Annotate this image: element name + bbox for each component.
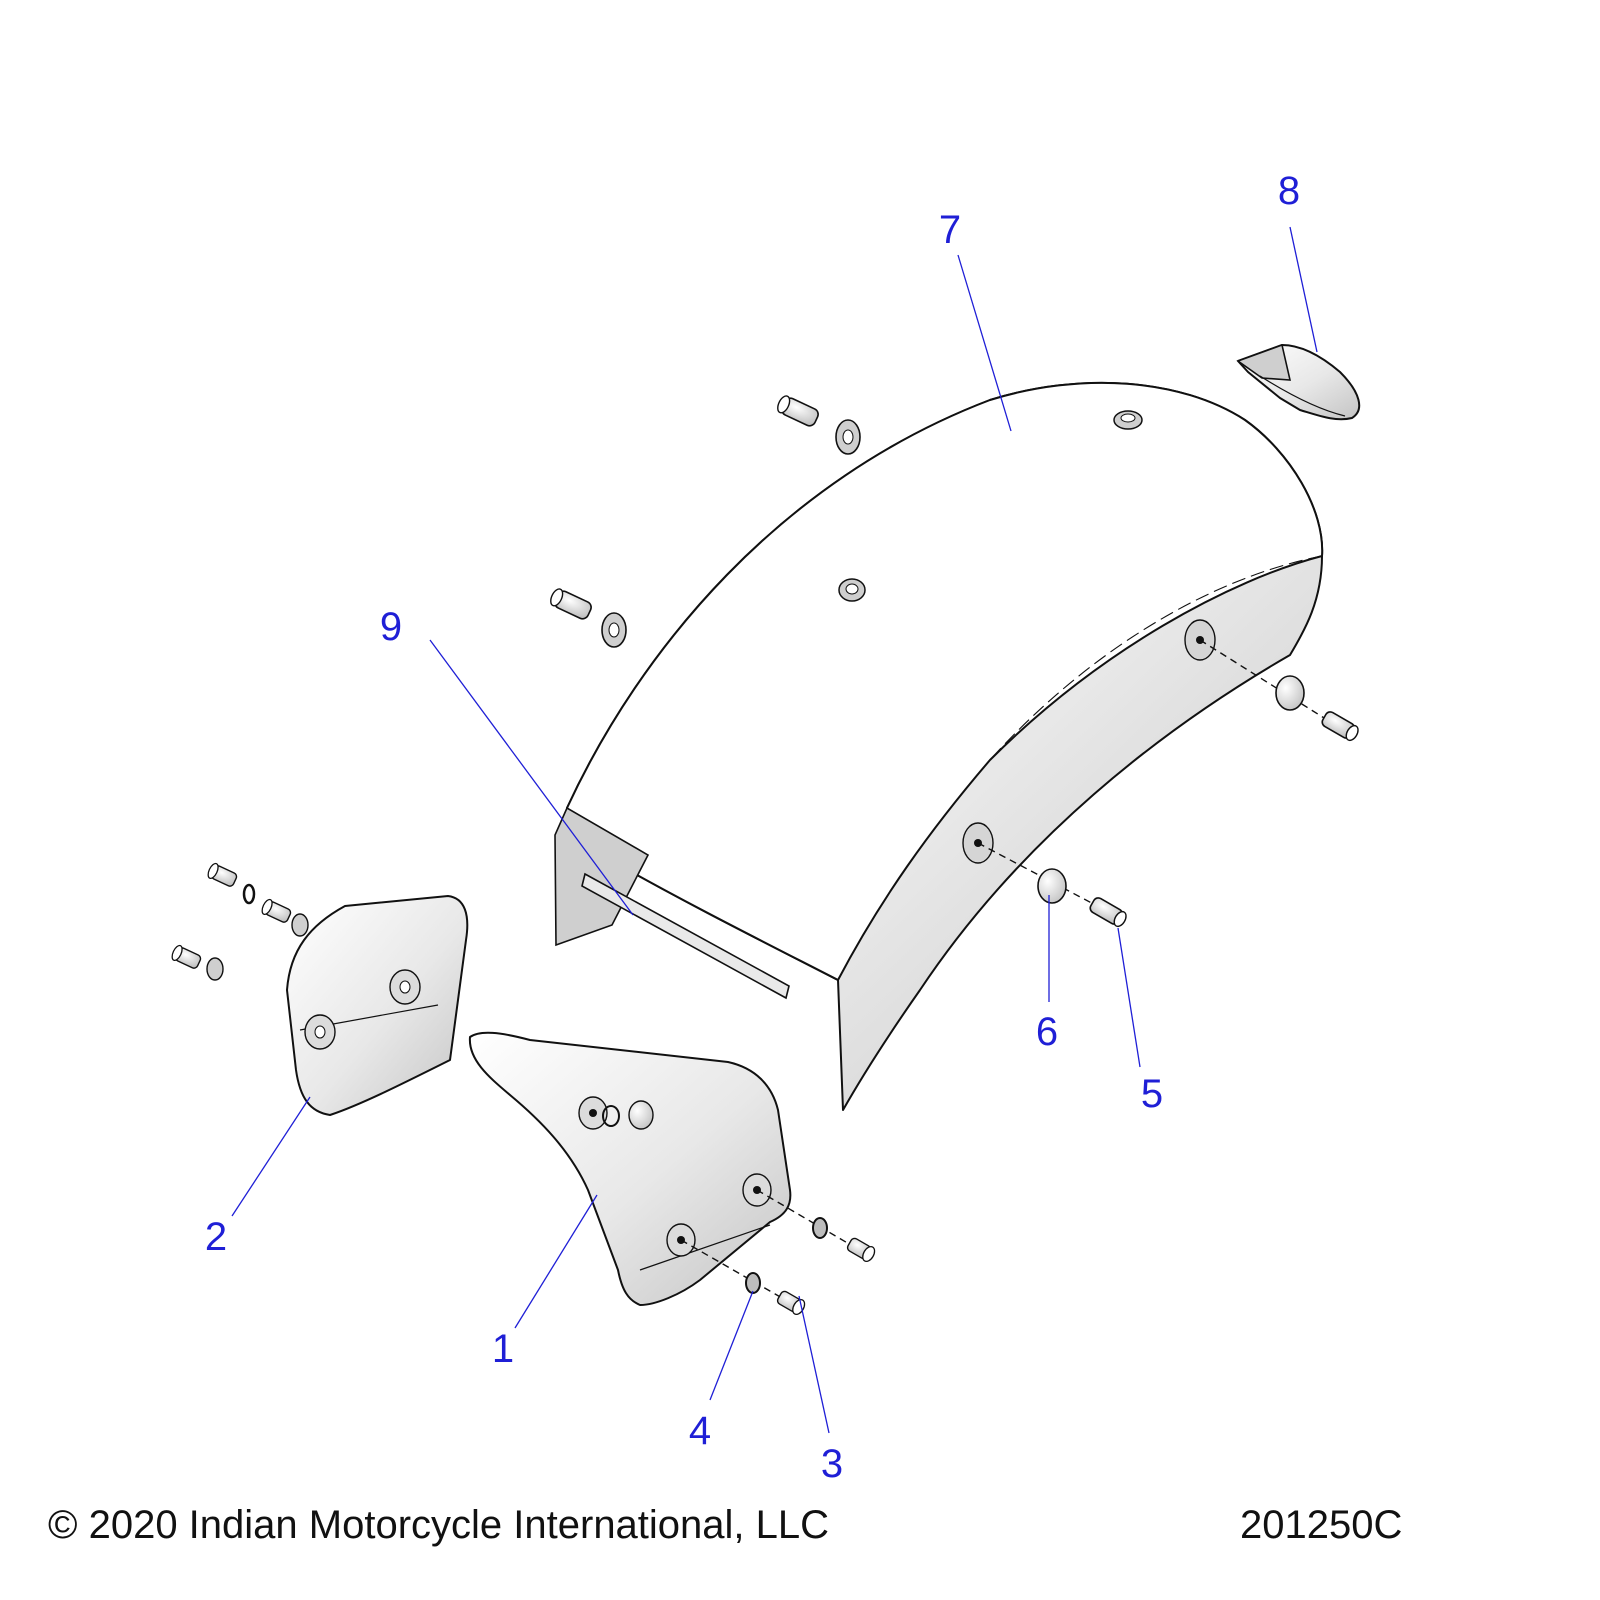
leader-9 xyxy=(429,639,634,916)
callout-8: 8 xyxy=(1278,169,1300,213)
fender-top-bolt-1 xyxy=(777,395,861,455)
leader-5 xyxy=(1117,927,1141,1068)
callout-5: 5 xyxy=(1141,1072,1163,1116)
fender-strip xyxy=(581,872,790,1000)
leader-4 xyxy=(709,1290,754,1401)
drawing-number: 201250C xyxy=(1240,1503,1403,1547)
leader-8 xyxy=(1289,226,1318,353)
fender-top-bolt-2 xyxy=(550,588,627,648)
callout-7: 7 xyxy=(939,208,961,252)
callout-4: 4 xyxy=(689,1409,711,1453)
leader-1 xyxy=(514,1194,598,1329)
left-side-cover xyxy=(286,895,469,1116)
leader-3 xyxy=(798,1295,830,1434)
callout-6: 6 xyxy=(1036,1010,1058,1054)
fender-side-hardware-upper xyxy=(1199,639,1359,742)
lower-side-cover xyxy=(468,1031,792,1306)
lower-cover-hardware xyxy=(680,1189,876,1316)
leader-7 xyxy=(957,254,1012,432)
callout-1: 1 xyxy=(492,1327,514,1371)
fender-side-hardware-lower xyxy=(977,842,1127,928)
rear-fender xyxy=(554,381,1324,1111)
left-cover-hardware xyxy=(171,862,309,981)
callout-2: 2 xyxy=(205,1215,227,1259)
callout-3: 3 xyxy=(821,1442,843,1486)
leader-2 xyxy=(231,1096,311,1217)
callout-9: 9 xyxy=(380,605,402,649)
copyright-notice: © 2020 Indian Motorcycle International, … xyxy=(48,1503,830,1547)
fender-bracket xyxy=(1236,343,1361,421)
